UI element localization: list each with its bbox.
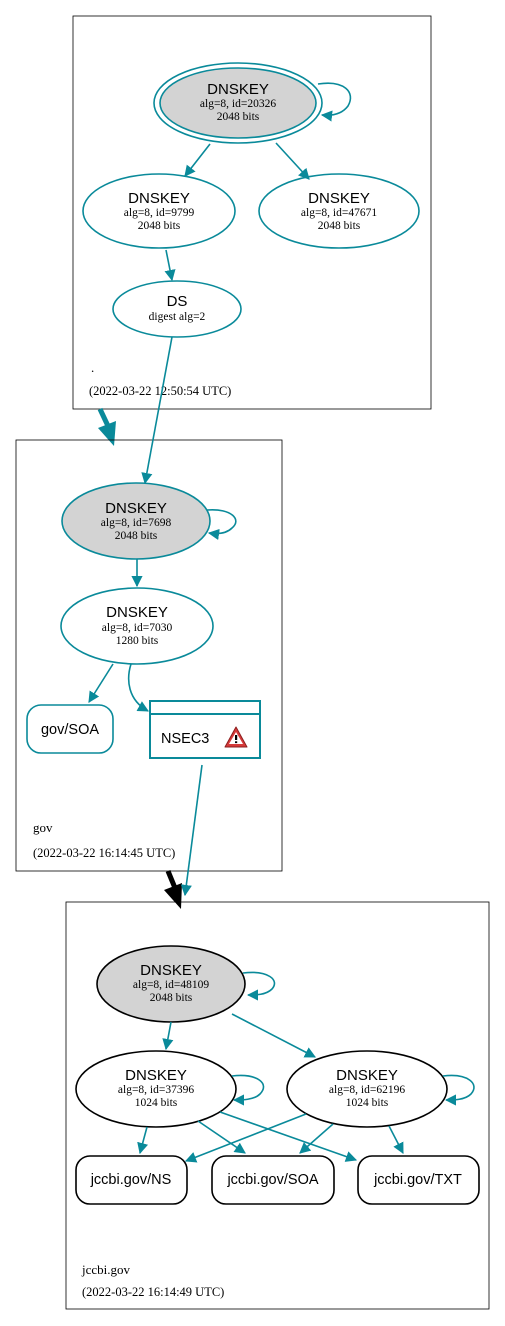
node-title: DNSKEY	[308, 190, 370, 207]
node-detail: alg=8, id=9799	[124, 207, 195, 219]
edge	[184, 143, 211, 177]
warning-icon	[224, 726, 248, 748]
self-loop-edge	[442, 1074, 475, 1106]
edge	[388, 1125, 404, 1154]
node-gov-soa: gov/SOA	[26, 704, 114, 754]
zone-timestamp: (2022-03-22 16:14:49 UTC)	[82, 1285, 224, 1299]
node-label: jccbi.gov/TXT	[373, 1172, 462, 1188]
node-detail: alg=8, id=48109	[133, 979, 209, 991]
node-label: NSEC3	[161, 731, 209, 747]
zone-name: jccbi.gov	[81, 1262, 131, 1277]
edge	[184, 1113, 307, 1163]
edge	[162, 1021, 174, 1051]
node-title: DS	[167, 293, 188, 310]
node-detail: 2048 bits	[138, 220, 181, 232]
node-gov-ksk: DNSKEY alg=8, id=7698 2048 bits	[61, 482, 211, 560]
node-label: jccbi.gov/SOA	[226, 1172, 318, 1188]
node-root-ksk: DNSKEY alg=8, id=20326 2048 bits	[153, 62, 323, 144]
node-title: DNSKEY	[128, 190, 190, 207]
node-gov-zsk: DNSKEY alg=8, id=7030 1280 bits	[60, 587, 214, 665]
node-detail: 1280 bits	[116, 635, 159, 647]
self-loop-edge	[206, 509, 237, 540]
node-detail: alg=8, id=37396	[118, 1084, 194, 1096]
edge	[197, 1120, 246, 1154]
node-detail: alg=8, id=7698	[101, 517, 172, 529]
node-title: DNSKEY	[207, 81, 269, 98]
edge	[231, 1013, 316, 1058]
node-detail: alg=8, id=62196	[329, 1084, 405, 1096]
node-detail: 2048 bits	[150, 992, 193, 1004]
zone-timestamp: (2022-03-22 16:14:45 UTC)	[33, 846, 175, 860]
zone-box-gov	[15, 439, 283, 872]
node-title: DNSKEY	[140, 962, 202, 979]
edge	[137, 1126, 149, 1155]
node-root-zsk-9799: DNSKEY alg=8, id=9799 2048 bits	[82, 173, 236, 249]
zone-box-jccbi	[65, 901, 490, 1310]
node-jccbi-soa: jccbi.gov/SOA	[211, 1155, 335, 1205]
node-jccbi-ns: jccbi.gov/NS	[75, 1155, 188, 1205]
node-detail: 1024 bits	[346, 1097, 389, 1109]
zone-timestamp: (2022-03-22 12:50:54 UTC)	[89, 384, 231, 398]
node-detail: digest alg=2	[149, 311, 206, 323]
node-detail: 2048 bits	[217, 111, 260, 123]
edge	[88, 663, 114, 703]
delegation-arrow	[164, 870, 182, 909]
node-jccbi-zsk-37396: DNSKEY alg=8, id=37396 1024 bits	[75, 1050, 237, 1128]
node-root-ds: DS digest alg=2	[112, 280, 242, 338]
zone-name: gov	[33, 820, 53, 835]
edge	[127, 663, 149, 712]
edge	[275, 142, 310, 180]
node-label: jccbi.gov/NS	[90, 1172, 172, 1188]
node-jccbi-zsk-62196: DNSKEY alg=8, id=62196 1024 bits	[286, 1050, 448, 1128]
node-title: DNSKEY	[105, 500, 167, 517]
node-detail: alg=8, id=47671	[301, 207, 377, 219]
zone-name: .	[91, 360, 94, 375]
node-root-zsk-47671: DNSKEY alg=8, id=47671 2048 bits	[258, 173, 420, 249]
delegation-arrow	[97, 407, 116, 446]
node-title: DNSKEY	[125, 1067, 187, 1084]
zone-box-root	[72, 15, 432, 410]
node-detail: alg=8, id=7030	[102, 622, 173, 634]
node-detail: 1024 bits	[135, 1097, 178, 1109]
node-jccbi-txt: jccbi.gov/TXT	[357, 1155, 480, 1205]
self-loop-edge	[231, 1074, 265, 1106]
node-detail: 2048 bits	[318, 220, 361, 232]
node-gov-nsec3: NSEC3	[149, 700, 261, 759]
node-label: gov/SOA	[41, 722, 99, 738]
node-detail: alg=8, id=20326	[200, 98, 276, 110]
edge	[299, 1123, 334, 1154]
node-detail: 2048 bits	[115, 530, 158, 542]
edge	[164, 249, 176, 282]
node-title: DNSKEY	[336, 1067, 398, 1084]
edge	[180, 764, 203, 897]
node-title: DNSKEY	[106, 604, 168, 621]
edge	[141, 336, 173, 485]
self-loop-edge	[317, 82, 352, 122]
edge	[219, 1111, 358, 1162]
self-loop-edge	[242, 971, 276, 1001]
node-jccbi-ksk: DNSKEY alg=8, id=48109 2048 bits	[96, 945, 246, 1023]
